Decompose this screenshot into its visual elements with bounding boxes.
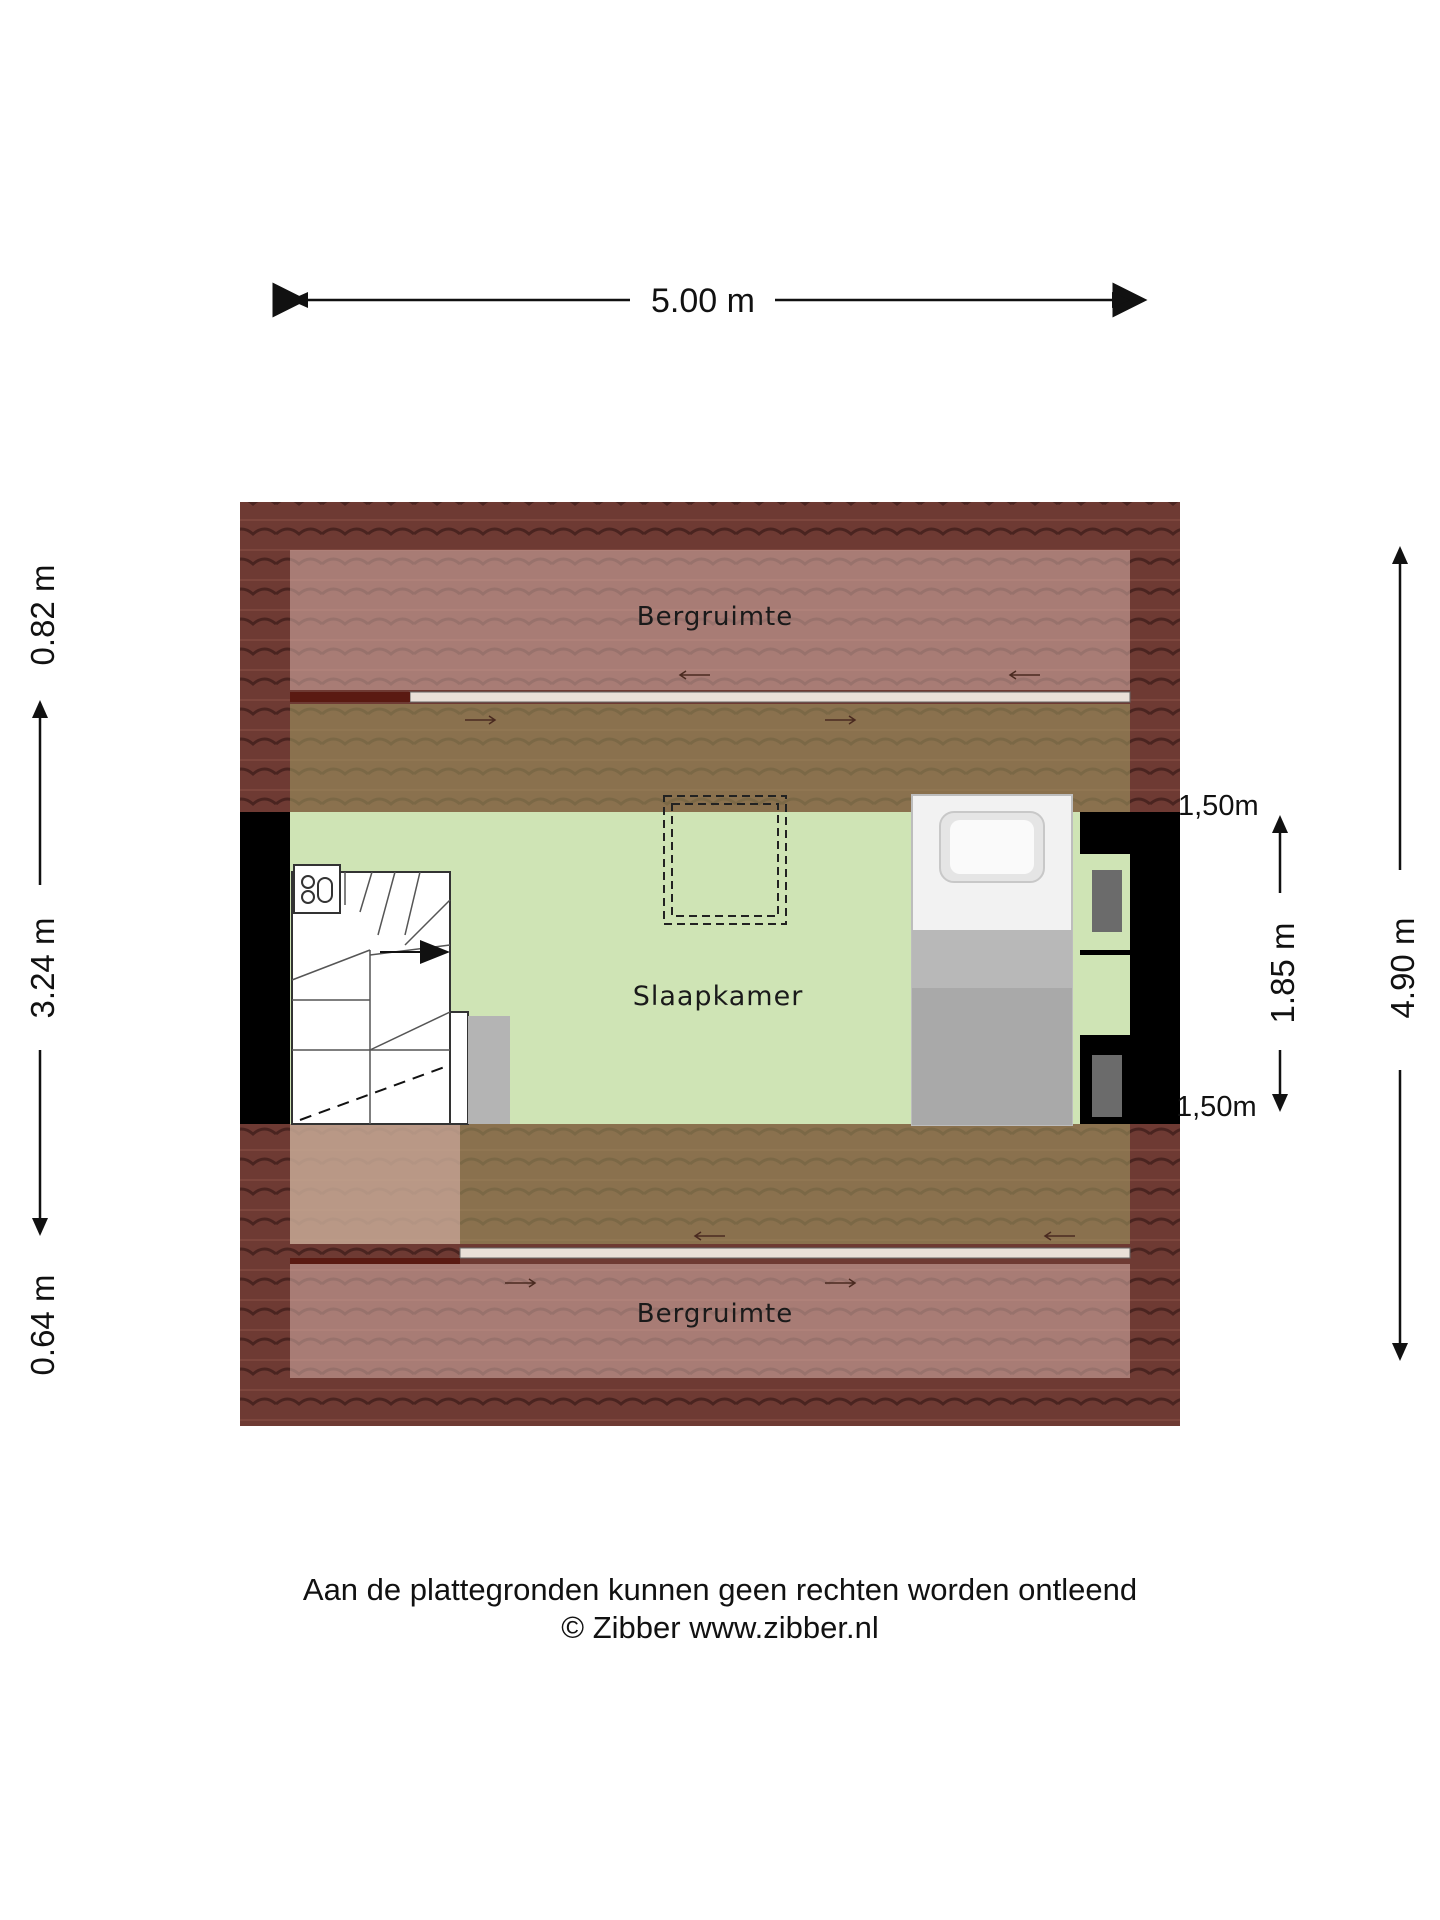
bed-icon (911, 794, 1073, 1126)
window-right-1 (1092, 870, 1122, 932)
stair-direction-arrow (420, 940, 450, 964)
knee-wall-bottom (459, 1247, 1131, 1259)
footer-disclaimer: Aan de plattegronden kunnen geen rechten… (302, 1572, 1138, 1607)
dimension-left: 0.82 m 3.24 m 0.64 m (24, 565, 61, 1376)
dim-left-bottom: 0.64 m (24, 1275, 61, 1376)
svg-text:1.85 m: 1.85 m (1264, 923, 1301, 1024)
arrow-down-icon (1392, 1343, 1408, 1361)
arrow-left-icon (290, 292, 308, 308)
arrow-up-icon (1392, 546, 1408, 564)
svg-text:5.00 m: 5.00 m (651, 282, 755, 320)
storage-bottom-label: Bergruimte (637, 1299, 793, 1329)
svg-text:4.90 m: 4.90 m (1384, 918, 1421, 1019)
boiler-icon (293, 864, 341, 914)
arrow-down-icon (1272, 1094, 1288, 1112)
dim-left-middle: 3.24 m (24, 918, 61, 1019)
slope-arrows (465, 670, 1075, 1288)
dim-right-inner-bottom: 1,50m (1176, 1091, 1257, 1123)
dimension-right-total: 4.90 m (1384, 546, 1421, 1361)
bedroom-label: Slaapkamer (633, 981, 804, 1012)
knee-wall-top (409, 691, 1131, 703)
dim-right-inner-top: 1,50m (1178, 790, 1259, 822)
arrow-right-icon (1112, 292, 1130, 308)
arrow-up-icon (32, 700, 48, 718)
storage-top-label: Bergruimte (637, 602, 793, 632)
storage-top-area (290, 550, 1130, 690)
dimension-top-width: 5.00 m (272, 282, 1148, 320)
dim-left-top: 0.82 m (24, 565, 61, 666)
arrow-down-icon (32, 1218, 48, 1236)
arrow-up-icon (1272, 815, 1288, 833)
storage-bottom-area (290, 1264, 1130, 1378)
storage-cabinet (468, 1016, 510, 1124)
dimension-right-inner: 1.85 m 1,50m 1,50m (1176, 790, 1301, 1123)
window-right-2 (1092, 1055, 1122, 1117)
roof-window-icon (663, 795, 787, 925)
footer-copyright: © Zibber www.zibber.nl (561, 1610, 879, 1645)
wall-left (240, 812, 290, 1124)
